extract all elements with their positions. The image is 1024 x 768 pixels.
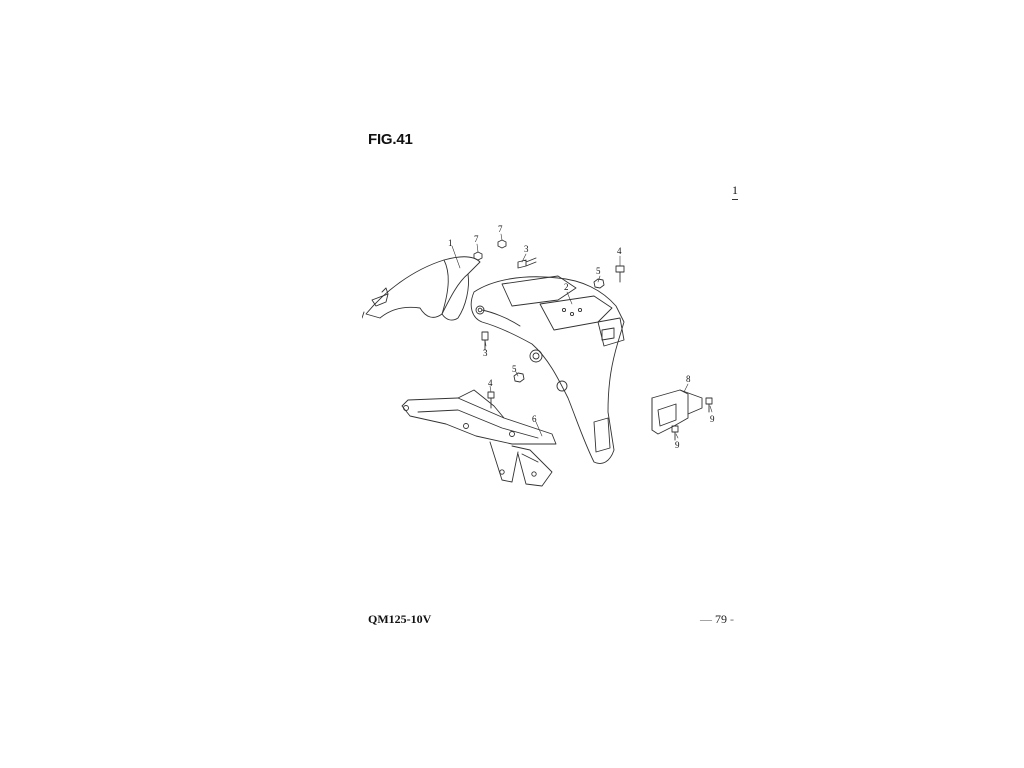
callout-3b: 3 (483, 348, 488, 358)
callout-8: 8 (686, 374, 691, 384)
exploded-parts-diagram: 1 7 7 3 4 5 2 3 5 4 6 8 9 9 (362, 224, 715, 487)
callout-4b: 4 (488, 378, 493, 388)
callout-2: 2 (564, 282, 569, 292)
callout-5a: 5 (596, 266, 601, 276)
part-6-mounting-bracket (401, 389, 557, 487)
callout-7a: 7 (474, 234, 479, 244)
part-8-plate-bracket (651, 389, 703, 435)
callout-5b: 5 (512, 364, 517, 374)
callout-1: 1 (448, 238, 453, 248)
corner-page-mark: 1 (732, 184, 738, 200)
callout-9b: 9 (675, 440, 680, 450)
page-dash-right: - (730, 612, 734, 626)
corner-mark-text: 1 (732, 183, 738, 197)
fastener-bolts (473, 239, 713, 441)
page-number: 79 (715, 612, 727, 626)
part-2-rear-fender (470, 275, 625, 464)
figure-title: FIG.41 (368, 131, 413, 148)
part-1-front-mudguard (362, 256, 481, 321)
callout-4a: 4 (617, 246, 622, 256)
footer-page-number-block: — 79 - (700, 612, 734, 627)
page-dash-left: — (700, 612, 712, 626)
callout-3a: 3 (524, 244, 529, 254)
callout-6: 6 (532, 414, 537, 424)
corner-mark-underline (732, 199, 738, 200)
callout-leaders (451, 233, 713, 439)
footer-model-name: QM125-10V (368, 612, 432, 626)
callout-7b: 7 (498, 224, 503, 234)
callout-9a: 9 (710, 414, 715, 424)
